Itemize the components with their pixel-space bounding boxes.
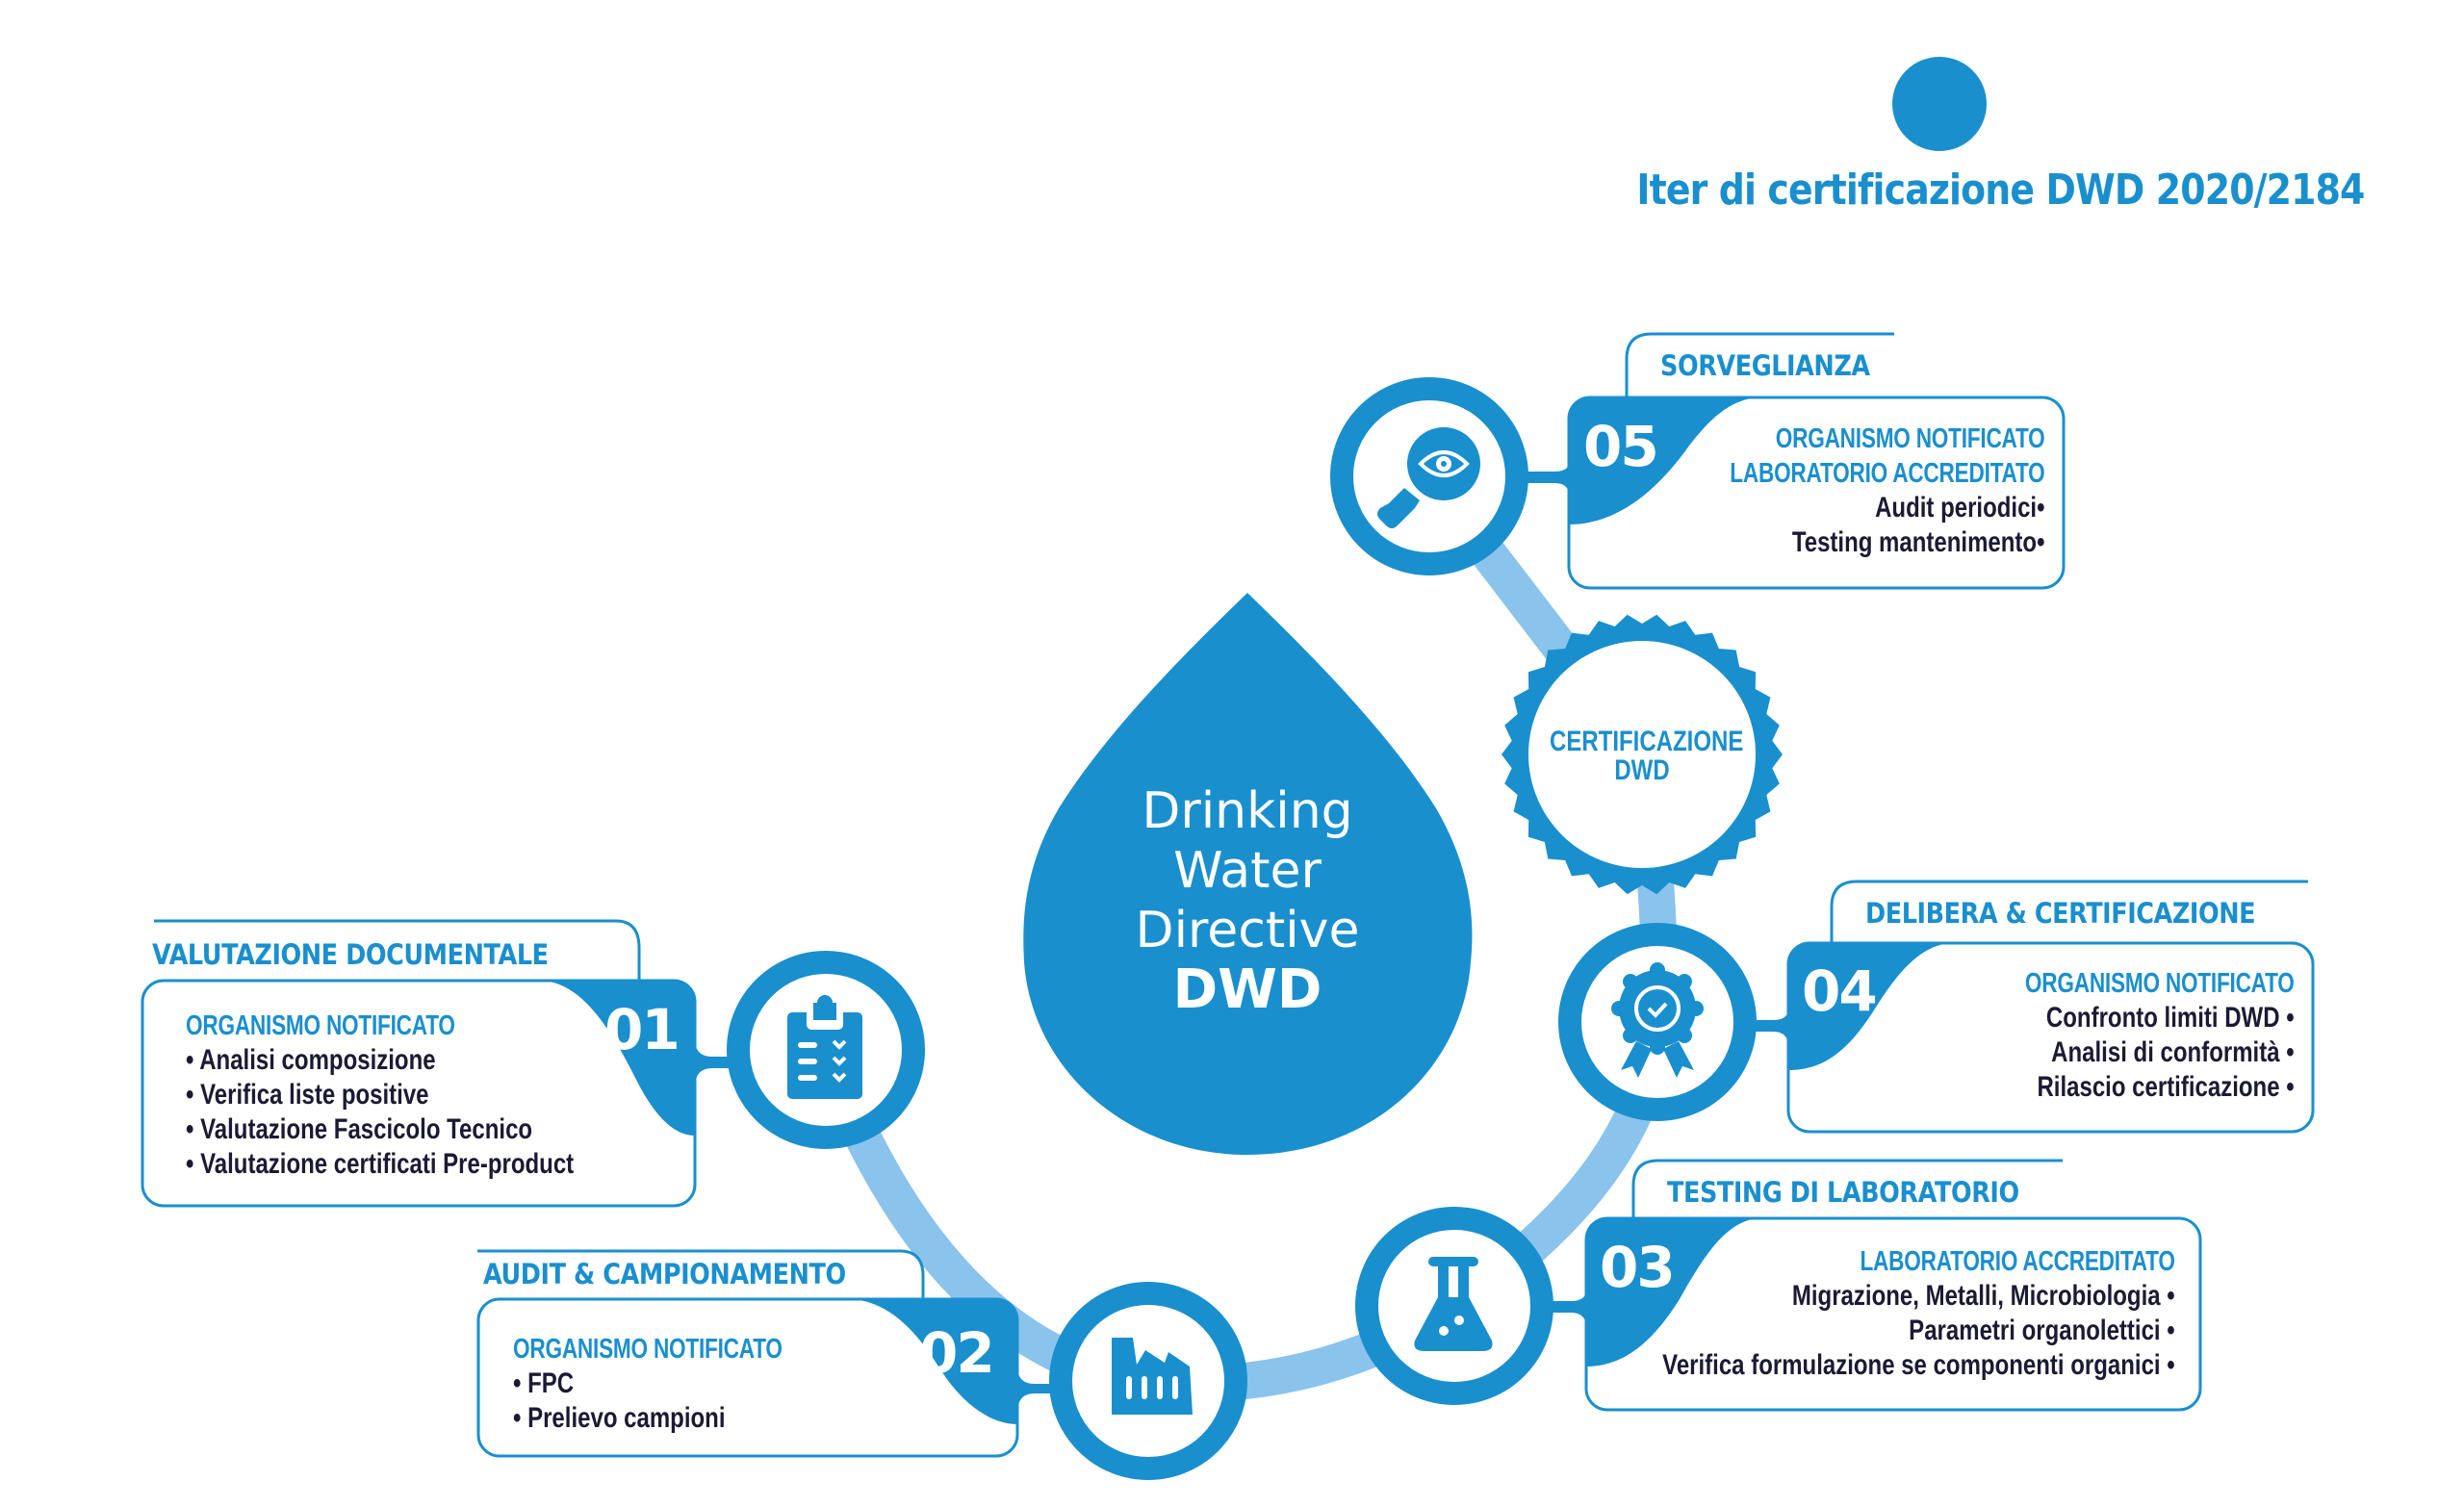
center-line-2: Water <box>1173 842 1322 900</box>
step-02-title: AUDIT & CAMPIONAMENTO <box>483 1258 846 1290</box>
factory-icon <box>1112 1338 1193 1415</box>
step-05-title: SORVEGLIANZA <box>1660 349 1870 382</box>
step-05-actor: LABORATORIO ACCREDITATO <box>1729 458 2044 489</box>
step-03-number: 03 <box>1600 1235 1676 1300</box>
step-03-item: Parametri organolettici • <box>1909 1315 2176 1346</box>
card-04-frame <box>1747 880 2315 1134</box>
center-line-1: Drinking <box>1142 782 1353 840</box>
clipboard-checklist-icon <box>787 995 862 1099</box>
lab-flask-icon <box>1414 1257 1493 1351</box>
step-04-body: ORGANISMO NOTIFICATO Confronto limiti DW… <box>1949 966 2295 1105</box>
step-03-actor: LABORATORIO ACCREDITATO <box>1860 1246 2175 1277</box>
step-01-actor: ORGANISMO NOTIFICATO <box>186 1010 455 1041</box>
step-05-node <box>1330 377 1528 575</box>
award-badge-icon <box>1611 962 1704 1078</box>
step-04-number: 04 <box>1802 958 1878 1024</box>
step-04-title: DELIBERA & CERTIFICAZIONE <box>1865 897 2256 930</box>
step-03-body: LABORATORIO ACCREDITATO Migrazione, Meta… <box>1534 1244 2175 1383</box>
step-05-item: Testing mantenimento• <box>1791 526 2044 558</box>
step-01-number: 01 <box>604 997 680 1062</box>
step-01-title: VALUTAZIONE DOCUMENTALE <box>152 938 549 971</box>
certification-seal <box>1502 614 1783 895</box>
center-line-3: Directive <box>1135 902 1360 959</box>
step-02-body: ORGANISMO NOTIFICATO • FPC • Prelievo ca… <box>513 1332 859 1436</box>
certification-line-1: CERTIFICAZIONE <box>1550 726 1744 757</box>
step-02-number: 02 <box>919 1320 995 1386</box>
step-01-item: • Valutazione Fascicolo Tecnico <box>186 1113 533 1145</box>
page-title: Iter di certificazione DWD 2020/2184 <box>1636 166 2365 215</box>
certification-line-2: DWD <box>1614 754 1670 786</box>
card-01-frame <box>141 919 732 1208</box>
step-02-actor: ORGANISMO NOTIFICATO <box>513 1334 783 1365</box>
step-02-item: • Prelievo campioni <box>513 1402 726 1434</box>
center-drop-label: Drinking Water Directive DWD <box>1055 781 1440 1020</box>
step-04-actor: ORGANISMO NOTIFICATO <box>2025 968 2295 999</box>
step-05-item: Audit periodici• <box>1874 492 2044 524</box>
magnifier-eye-icon <box>1377 427 1480 528</box>
card-05-frame <box>1526 332 2066 590</box>
step-04-node <box>1558 923 1757 1121</box>
step-01-item: • Analisi composizione <box>186 1044 436 1076</box>
step-05-actor: ORGANISMO NOTIFICATO <box>1775 423 2044 454</box>
step-03-item: Verifica formulazione se componenti orga… <box>1662 1349 2175 1381</box>
step-01-item: • Verifica liste positive <box>186 1079 429 1111</box>
center-line-4: DWD <box>1172 958 1322 1021</box>
card-03-frame <box>1545 1159 2202 1412</box>
card-02-frame <box>476 1249 1057 1458</box>
step-03-title: TESTING DI LABORATORIO <box>1667 1176 2019 1209</box>
step-01-body: ORGANISMO NOTIFICATO • Analisi composizi… <box>186 1009 671 1182</box>
step-01-item: • Valutazione certificati Pre-product <box>186 1148 575 1180</box>
decorative-dot <box>1892 57 1987 151</box>
step-05-body: ORGANISMO NOTIFICATO LABORATORIO ACCREDI… <box>1641 421 2044 560</box>
step-01-node <box>727 951 925 1149</box>
step-03-node <box>1355 1207 1553 1405</box>
step-04-item: Confronto limiti DWD • <box>2046 1002 2295 1034</box>
step-04-item: Rilascio certificazione • <box>2037 1071 2295 1103</box>
certification-seal-label: CERTIFICAZIONE DWD <box>1550 726 1744 786</box>
step-05-number: 05 <box>1583 414 1659 479</box>
step-03-item: Migrazione, Metalli, Microbiologia • <box>1792 1280 2175 1312</box>
step-04-item: Analisi di conformità • <box>2051 1036 2295 1068</box>
step-02-item: • FPC <box>513 1367 575 1399</box>
water-drop <box>1023 593 1473 1155</box>
step-02-node <box>1049 1282 1247 1480</box>
